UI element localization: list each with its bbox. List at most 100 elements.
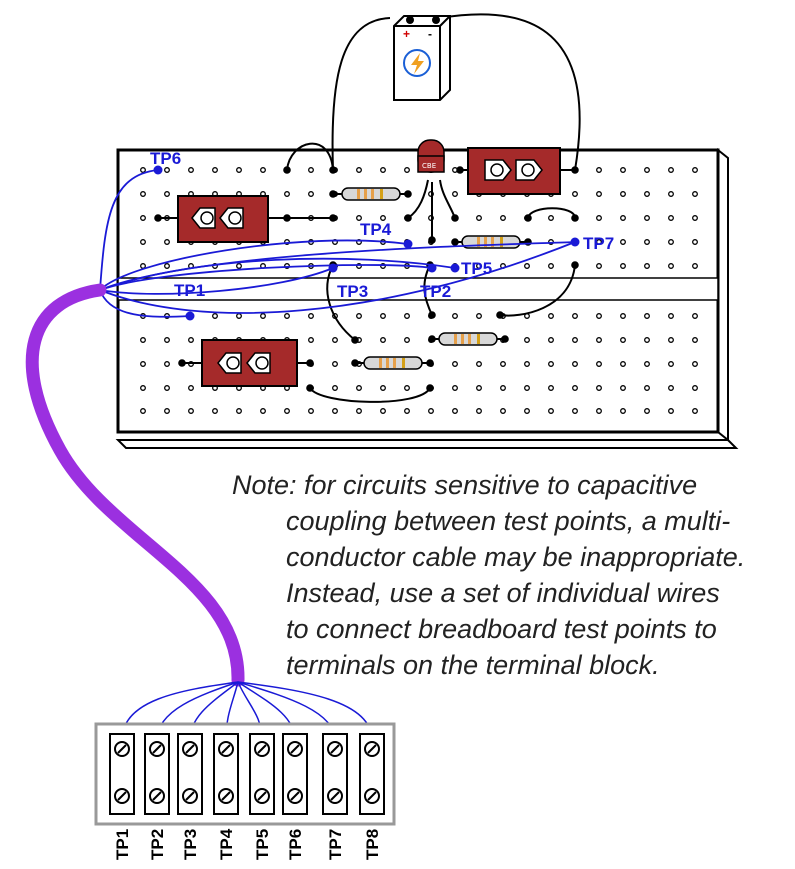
note-line-4: Instead, use a set of individual wires [286, 578, 720, 608]
breadboard-hole [668, 239, 674, 245]
breadboard-hole [380, 167, 386, 173]
breadboard-hole [164, 385, 170, 391]
breadboard-hole [692, 191, 698, 197]
breadboard-hole [620, 385, 626, 391]
breadboard-hole [644, 263, 650, 269]
battery-plus: + [403, 27, 410, 41]
breadboard-hole [380, 215, 386, 221]
breadboard-hole [548, 337, 554, 343]
breadboard-hole [500, 385, 506, 391]
breadboard-hole [644, 385, 650, 391]
tp6-label: TP6 [150, 149, 181, 168]
breadboard-hole [644, 408, 650, 414]
breadboard-hole [620, 337, 626, 343]
breadboard-hole [572, 385, 578, 391]
test-point-labels: TP6 TP4 TP7 TP5 TP1 TP3 TP2 [150, 149, 614, 301]
battery-minus: - [428, 27, 432, 41]
breadboard-hole [668, 385, 674, 391]
breadboard-hole [596, 385, 602, 391]
component-box-2 [460, 147, 575, 195]
breadboard-hole [308, 408, 314, 414]
terminal-block [94, 722, 396, 826]
breadboard-hole [164, 361, 170, 367]
breadboard-hole [476, 361, 482, 367]
terminal-label: TP3 [181, 829, 200, 860]
resistor-4 [355, 356, 430, 370]
breadboard-hole [596, 337, 602, 343]
breadboard-hole [332, 361, 338, 367]
breadboard-hole [620, 215, 626, 221]
breadboard-hole [572, 191, 578, 197]
terminal-label: TP6 [286, 829, 305, 860]
terminal-label: TP1 [113, 829, 132, 860]
breadboard-hole [308, 191, 314, 197]
breadboard-hole [620, 361, 626, 367]
terminal-label: TP7 [326, 829, 345, 860]
terminal-label: TP2 [148, 829, 167, 860]
breadboard-hole [668, 313, 674, 319]
breadboard-hole [548, 385, 554, 391]
breadboard-hole [668, 337, 674, 343]
breadboard-hole [524, 385, 530, 391]
breadboard-hole [548, 361, 554, 367]
breadboard-hole [356, 385, 362, 391]
breadboard-hole [308, 337, 314, 343]
note-line-3: conductor cable may be inappropriate. [286, 542, 745, 572]
jumper-wires [286, 13, 581, 403]
tp3-label: TP3 [337, 282, 368, 301]
note-line-1: Note: for circuits sensitive to capaciti… [232, 470, 697, 500]
breadboard-hole [596, 215, 602, 221]
tp5-label: TP5 [461, 259, 492, 278]
breadboard-hole [236, 263, 242, 269]
breadboard-hole [668, 191, 674, 197]
breadboard-hole [260, 167, 266, 173]
terminal-label: TP4 [217, 828, 236, 860]
breadboard-hole [452, 191, 458, 197]
breadboard-hole [404, 408, 410, 414]
breadboard-hole [668, 408, 674, 414]
breadboard-hole [188, 408, 194, 414]
tp4-label: TP4 [360, 220, 392, 239]
breadboard-hole [140, 337, 146, 343]
breadboard-hole [140, 385, 146, 391]
breadboard-hole [452, 361, 458, 367]
breadboard-hole [236, 167, 242, 173]
breadboard-hole [188, 337, 194, 343]
breadboard-hole [596, 167, 602, 173]
breadboard-hole [140, 215, 146, 221]
breadboard-hole [404, 313, 410, 319]
breadboard-hole [284, 191, 290, 197]
breadboard-hole [332, 385, 338, 391]
breadboard-hole [380, 313, 386, 319]
breadboard-hole [140, 408, 146, 414]
breadboard-hole [356, 215, 362, 221]
breadboard-hole [164, 239, 170, 245]
breadboard-hole [572, 361, 578, 367]
breadboard-hole [500, 361, 506, 367]
breadboard-hole [140, 191, 146, 197]
breadboard-hole [668, 167, 674, 173]
breadboard-hole [692, 313, 698, 319]
breadboard-hole [692, 337, 698, 343]
breadboard-hole [692, 239, 698, 245]
components [158, 147, 575, 387]
breadboard-hole [164, 337, 170, 343]
breadboard-hole [164, 263, 170, 269]
breadboard-hole [644, 215, 650, 221]
breadboard-hole [548, 263, 554, 269]
breadboard-hole [644, 191, 650, 197]
tp2-label: TP2 [420, 282, 451, 301]
resistor-1 [333, 187, 408, 201]
breadboard-hole [380, 337, 386, 343]
breadboard-hole [236, 313, 242, 319]
terminals [109, 733, 385, 815]
breadboard-hole [620, 408, 626, 414]
breadboard-hole [212, 313, 218, 319]
breadboard-hole [212, 408, 218, 414]
terminal-label: TP5 [253, 829, 272, 860]
breadboard-hole [596, 191, 602, 197]
breadboard-hole [140, 167, 146, 173]
breadboard-hole [572, 313, 578, 319]
breadboard-hole [236, 408, 242, 414]
